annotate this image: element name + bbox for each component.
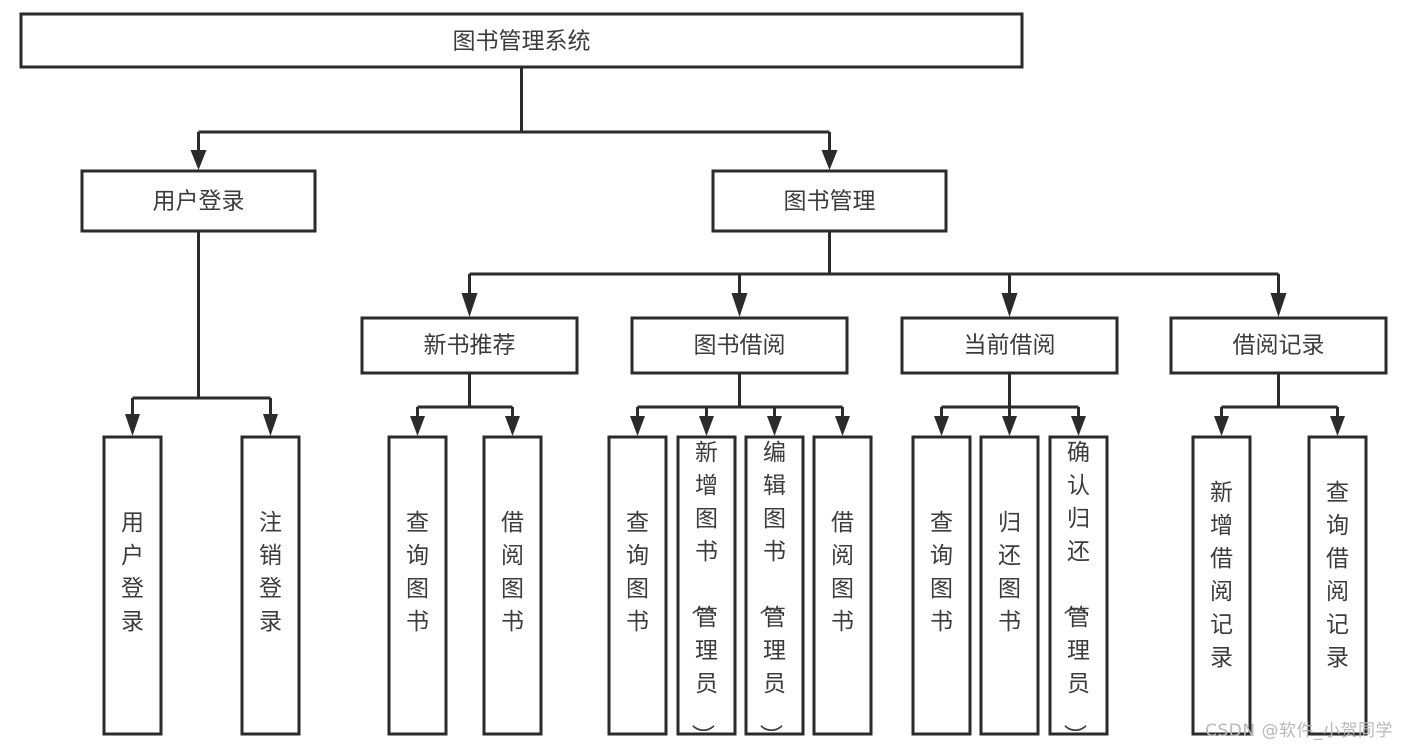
arrow-userlogin-leaf-2	[263, 414, 278, 436]
arrow-currentborrow-leaf-1	[934, 416, 949, 436]
leaf-query-record-label: 查询借阅记录	[1326, 480, 1349, 671]
arrow-userlogin-leaf-1	[125, 414, 140, 436]
leaf-query-book-3-box[interactable]	[911, 435, 972, 736]
arrow-newbook-leaf-1	[410, 416, 425, 436]
leaf-borrow-book-2[interactable]: 借阅图书	[812, 435, 873, 736]
node-user-login[interactable]: 用户登录	[80, 169, 317, 233]
node-current-borrow[interactable]: 当前借阅	[900, 316, 1119, 375]
arrow-bookborrow-leaf-4	[835, 416, 850, 436]
leaf-borrow-book-1[interactable]: 借阅图书	[482, 435, 543, 736]
arrow-bookmanage-to-borrow-record	[1270, 293, 1287, 317]
node-user-login-box[interactable]	[80, 169, 317, 233]
leaf-return-book-label: 归还图书	[998, 510, 1021, 635]
leaf-borrow-book-1-label: 借阅图书	[501, 510, 524, 635]
leaf-user-login[interactable]: 用户登录	[102, 435, 163, 736]
leaf-query-record[interactable]: 查询借阅记录	[1307, 435, 1368, 736]
leaf-user-logout[interactable]: 注销登录	[240, 435, 301, 736]
arrow-newbook-leaf-2	[505, 416, 520, 436]
leaf-edit-book-label: 编辑图书（管理员）	[757, 440, 786, 747]
node-book-manage-box[interactable]	[711, 169, 948, 233]
arrow-bookmanage-to-new-book-recommend	[461, 293, 478, 317]
leaf-query-book-3[interactable]: 查询图书	[911, 435, 972, 736]
leaf-query-book-2-label: 查询图书	[626, 510, 649, 635]
connector-layer	[125, 68, 1345, 436]
leaf-query-record-box[interactable]	[1307, 435, 1368, 736]
leaf-confirm-return-label: 确认归还（管理员）	[1061, 440, 1090, 747]
leaf-borrow-book-2-box[interactable]	[812, 435, 873, 736]
node-book-borrow[interactable]: 图书借阅	[630, 316, 849, 375]
node-new-book-recommend-label: 新书推荐	[424, 333, 516, 359]
watermark-text: CSDN @软件_小贺同学	[1205, 721, 1393, 741]
node-book-manage-label: 图书管理	[784, 189, 876, 215]
leaf-borrow-book-2-label: 借阅图书	[831, 510, 854, 635]
leaf-query-book-2[interactable]: 查询图书	[607, 435, 668, 736]
leaf-query-book-2-box[interactable]	[607, 435, 668, 736]
leaf-query-book-1-label: 查询图书	[406, 510, 429, 635]
arrow-bookborrow-leaf-3	[767, 416, 782, 436]
node-new-book-recommend-box[interactable]	[360, 316, 579, 375]
arrow-borrowrecord-leaf-2	[1330, 416, 1345, 436]
leaf-add-record-box[interactable]	[1191, 435, 1252, 736]
leaf-add-record[interactable]: 新增借阅记录	[1191, 435, 1252, 736]
leaf-return-book-box[interactable]	[979, 435, 1040, 736]
node-user-login-label: 用户登录	[153, 189, 245, 215]
arrow-bookborrow-leaf-1	[630, 416, 645, 436]
node-root-box[interactable]	[19, 12, 1024, 69]
leaf-user-login-box[interactable]	[102, 435, 163, 736]
node-book-borrow-box[interactable]	[630, 316, 849, 375]
leaf-return-book[interactable]: 归还图书	[979, 435, 1040, 736]
leaf-edit-book-box[interactable]	[744, 435, 805, 736]
node-borrow-record-label: 借阅记录	[1233, 333, 1325, 359]
arrow-bookmanage-to-book-borrow	[731, 293, 748, 317]
node-current-borrow-label: 当前借阅	[964, 333, 1056, 359]
leaf-edit-book[interactable]: 编辑图书（管理员）	[744, 435, 805, 747]
node-root[interactable]: 图书管理系统	[19, 12, 1024, 69]
arrow-bookmanage-to-current-borrow	[1001, 293, 1018, 317]
leaf-add-book[interactable]: 新增图书（管理员）	[676, 435, 737, 747]
leaf-query-book-3-label: 查询图书	[930, 510, 953, 635]
node-borrow-record-box[interactable]	[1169, 316, 1388, 375]
arrow-bookborrow-leaf-2	[699, 416, 714, 436]
node-root-label: 图书管理系统	[453, 29, 591, 55]
arrow-currentborrow-leaf-2	[1002, 416, 1017, 436]
leaf-confirm-return[interactable]: 确认归还（管理员）	[1048, 435, 1109, 747]
arrow-currentborrow-leaf-3	[1071, 416, 1086, 436]
leaf-user-logout-label: 注销登录	[259, 510, 282, 635]
leaf-user-logout-box[interactable]	[240, 435, 301, 736]
arrow-borrowrecord-leaf-1	[1214, 416, 1229, 436]
leaf-user-login-label: 用户登录	[121, 510, 144, 635]
node-book-manage[interactable]: 图书管理	[711, 169, 948, 233]
leaf-query-book-1[interactable]: 查询图书	[387, 435, 448, 736]
node-new-book-recommend[interactable]: 新书推荐	[360, 316, 579, 375]
arrow-root-to-user-login	[190, 150, 207, 170]
leaf-confirm-return-box[interactable]	[1048, 435, 1109, 736]
leaf-borrow-book-1-box[interactable]	[482, 435, 543, 736]
node-current-borrow-box[interactable]	[900, 316, 1119, 375]
leaf-add-book-label: 新增图书（管理员）	[689, 440, 718, 747]
arrow-root-to-book-manage	[821, 150, 838, 170]
leaf-add-record-label: 新增借阅记录	[1210, 480, 1233, 671]
leaf-query-book-1-box[interactable]	[387, 435, 448, 736]
leaf-add-book-box[interactable]	[676, 435, 737, 736]
node-book-borrow-label: 图书借阅	[694, 333, 786, 359]
node-borrow-record[interactable]: 借阅记录	[1169, 316, 1388, 375]
